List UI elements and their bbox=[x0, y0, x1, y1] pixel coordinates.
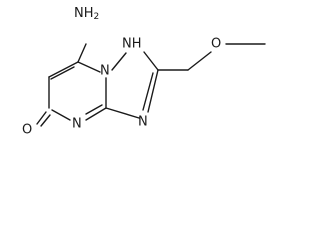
atom-label-ring-nh: NH bbox=[122, 37, 142, 52]
bond-c2-n3-inner bbox=[142, 72, 154, 111]
bond-n4-c3a bbox=[85, 107, 107, 121]
atom-label-n-bridge: N bbox=[100, 64, 110, 79]
chemical-structure: NH2 NH N N N O O bbox=[22, 6, 266, 138]
atom-label-amino: NH2 bbox=[74, 6, 99, 23]
bond-c2-n3 bbox=[147, 69, 159, 113]
bond-c7-nh2 bbox=[77, 43, 87, 63]
bond-ch2-o bbox=[187, 51, 212, 71]
bond-n1-c2 bbox=[143, 51, 159, 71]
atom-label-carbonyl-o: O bbox=[22, 123, 32, 138]
bond-c5-o-second bbox=[40, 114, 51, 127]
bond-lines bbox=[36, 43, 266, 127]
atom-label-n-right: N bbox=[138, 115, 148, 130]
bond-c7-c6-inner bbox=[50, 66, 75, 80]
atom-labels: NH2 NH N N N O O bbox=[22, 6, 221, 138]
atom-label-ether-o: O bbox=[211, 37, 221, 52]
bond-n8-c7 bbox=[77, 61, 101, 73]
bond-n8-n1 bbox=[111, 52, 127, 71]
bond-n3-c3a bbox=[105, 107, 140, 119]
bond-c5-o bbox=[36, 111, 47, 125]
bond-c5-n4 bbox=[51, 109, 71, 121]
atom-label-n-left: N bbox=[72, 117, 82, 132]
bond-n4-c3a-inner bbox=[85, 104, 103, 115]
bond-c7-c6 bbox=[48, 61, 79, 78]
